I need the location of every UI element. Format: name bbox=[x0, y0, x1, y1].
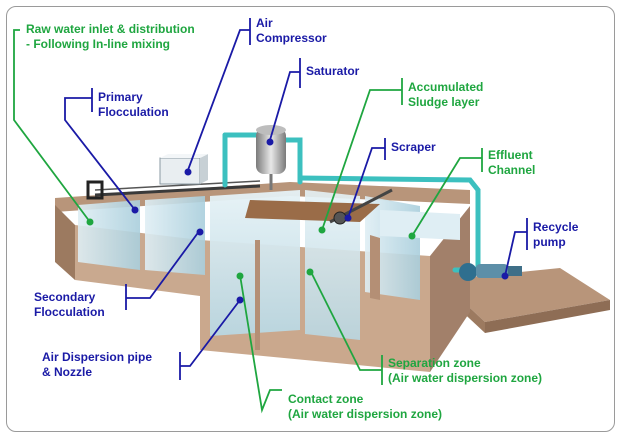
secondary-line1: Secondary bbox=[34, 290, 96, 304]
accumulated-line2: Sludge layer bbox=[408, 95, 480, 109]
accumulated-sludge-label: Accumulated Sludge layer bbox=[408, 80, 483, 110]
air-dispersion-line1: Air Dispersion pipe bbox=[42, 350, 153, 364]
air-compressor bbox=[159, 154, 208, 185]
separation-line1: Separation zone bbox=[388, 356, 481, 370]
primary-line1: Primary bbox=[98, 90, 143, 104]
air-compressor-label: Air Compressor bbox=[256, 16, 327, 46]
effluent-channel-label: Effluent Channel bbox=[488, 148, 535, 178]
air-compressor-line1: Air bbox=[256, 16, 273, 30]
saturator-text: Saturator bbox=[306, 64, 360, 78]
effluent-line1: Effluent bbox=[488, 148, 533, 162]
saturator-label: Saturator bbox=[306, 64, 359, 79]
separation-zone-label: Separation zone (Air water dispersion zo… bbox=[388, 356, 542, 386]
scraper-label: Scraper bbox=[391, 140, 436, 155]
secondary-line2: Flocculation bbox=[34, 305, 105, 319]
air-dispersion-line2: & Nozzle bbox=[42, 365, 93, 379]
recycle-pump bbox=[459, 263, 522, 281]
saturator-vessel bbox=[256, 125, 286, 190]
scraper-text: Scraper bbox=[391, 140, 436, 154]
basin-structure bbox=[55, 182, 470, 372]
raw-water-line2: - Following In-line mixing bbox=[26, 37, 170, 51]
contact-line2: (Air water dispersion zone) bbox=[288, 407, 443, 421]
recycle-line1: Recycle bbox=[533, 220, 579, 234]
markers bbox=[86, 138, 509, 304]
scraper-mechanism bbox=[329, 188, 393, 225]
contact-line1: Contact zone bbox=[288, 392, 364, 406]
air-dispersion-label: Air Dispersion pipe & Nozzle bbox=[42, 350, 152, 380]
recycle-pump-label: Recycle pump bbox=[533, 220, 578, 250]
raw-water-inlet-label: Raw water inlet & distribution - Followi… bbox=[26, 22, 195, 52]
leader-lines bbox=[13, 18, 528, 414]
primary-flocculation-label: Primary Flocculation bbox=[98, 90, 169, 120]
recycle-line2: pump bbox=[533, 235, 566, 249]
raw-water-line1: Raw water inlet & distribution bbox=[26, 22, 195, 36]
contact-zone-label: Contact zone (Air water dispersion zone) bbox=[288, 392, 442, 422]
effluent-line2: Channel bbox=[488, 163, 536, 177]
accumulated-line1: Accumulated bbox=[408, 80, 484, 94]
secondary-flocculation-label: Secondary Flocculation bbox=[34, 290, 105, 320]
primary-line2: Flocculation bbox=[98, 105, 169, 119]
separation-line2: (Air water dispersion zone) bbox=[388, 371, 543, 385]
air-compressor-line2: Compressor bbox=[256, 31, 327, 45]
